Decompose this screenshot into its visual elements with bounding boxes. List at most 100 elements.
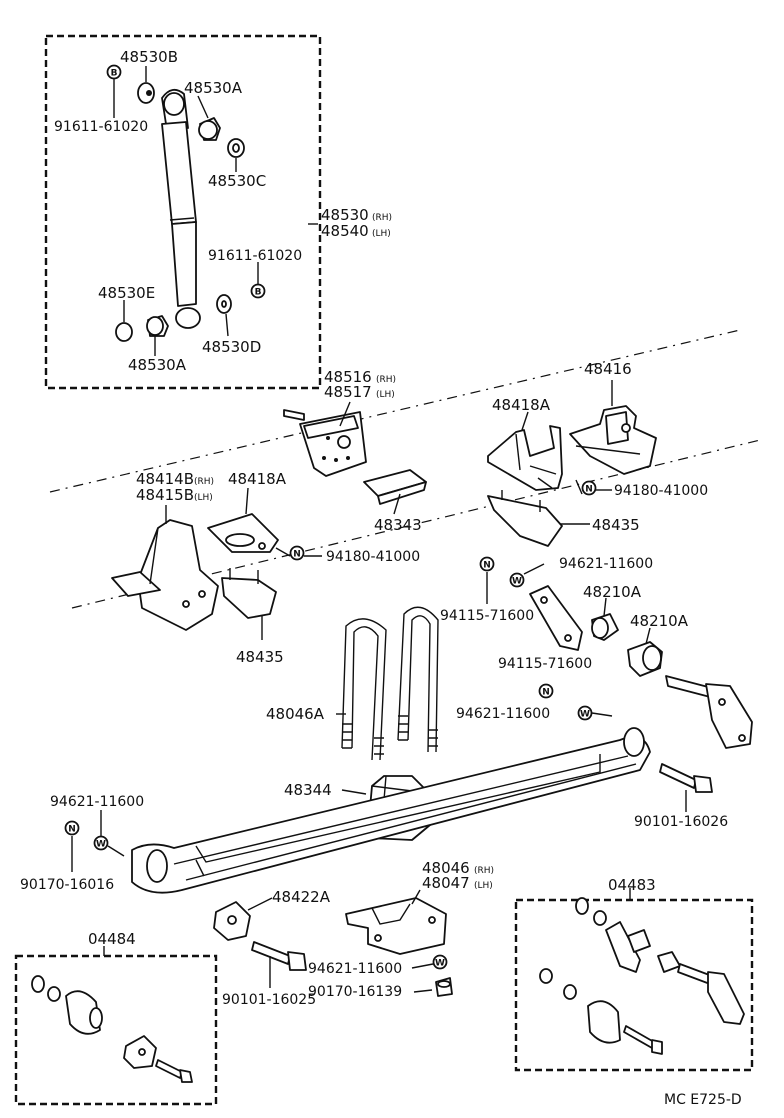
- label-48517-suffix: (LH): [376, 390, 395, 400]
- bushing-48210a-1: [591, 613, 619, 641]
- cushion-48422a: [213, 901, 251, 941]
- kit-04484-parts: [31, 975, 193, 1083]
- bushing-48210a-2: [627, 641, 663, 677]
- label-48530-rh: 48530: [321, 206, 369, 224]
- label-94180-41000-right: 94180-41000: [614, 483, 708, 499]
- label-48530b: 48530B: [120, 48, 178, 66]
- label-48047: 48047: [422, 874, 470, 892]
- label-90101-16026: 90101-16026: [634, 814, 728, 830]
- symbol-n-label: N: [293, 550, 301, 560]
- label-48414b-suffix: (RH): [194, 477, 214, 487]
- nut-symbol-n-3: N: [64, 820, 80, 836]
- washer-symbol-w-2: W: [577, 705, 593, 721]
- symbol-n-label: N: [542, 688, 550, 698]
- label-48210a-1: 48210A: [583, 583, 642, 601]
- bracket-48516: [283, 409, 367, 477]
- bushing-48530a-top: [198, 117, 221, 141]
- u-bolt-48046a-left: [341, 618, 387, 761]
- label-04484: 04484: [88, 930, 136, 948]
- cushion-48530b: [137, 82, 155, 104]
- label-94621-11600-left: 94621-11600: [50, 794, 144, 810]
- label-04483: 04483: [608, 876, 656, 894]
- cushion-48530c: [227, 138, 245, 158]
- symbol-w-label: W: [96, 840, 106, 850]
- kit-04483: 04483: [514, 876, 754, 1072]
- shock-absorber-group: B B 48530B 48530A 91611-61020 48530C 485…: [44, 34, 392, 390]
- label-91611-61020-bottom: 91611-61020: [208, 248, 302, 264]
- label-48046: 48046: [422, 859, 470, 877]
- shock-absorber-box: [44, 34, 322, 390]
- label-48530a-top: 48530A: [184, 79, 243, 97]
- label-48517: 48517: [324, 383, 372, 401]
- nut-symbol-n-left: N: [289, 545, 305, 561]
- spring-group: W W W W N N N: [20, 556, 753, 1008]
- nut-symbol-n-1: N: [479, 556, 495, 572]
- washer-symbol-w-4: W: [432, 954, 448, 970]
- label-94621-11600-bottom: 94621-11600: [308, 961, 402, 977]
- symbol-w-label: W: [580, 710, 590, 720]
- bolt-symbol-b-bottom: B: [250, 283, 266, 299]
- spring-seat-48046: [345, 897, 447, 955]
- bolt-90101-16025: [251, 941, 307, 971]
- label-91611-61020-top: 91611-61020: [54, 119, 148, 135]
- label-94621-11600-top: 94621-11600: [559, 556, 653, 572]
- cushion-48530d: [216, 294, 232, 314]
- leaf-spring: [131, 727, 651, 894]
- bracket-48414b: [111, 519, 219, 631]
- symbol-n-label: N: [585, 485, 593, 495]
- gusset-48418a-right: [487, 425, 563, 491]
- symbol-b-label: B: [255, 288, 262, 298]
- label-48540-lh: 48540: [321, 222, 369, 240]
- shock-absorber: [161, 88, 201, 329]
- label-48415b-suffix: (LH): [194, 493, 213, 503]
- label-48418a-right: 48418A: [492, 396, 551, 414]
- label-48422a: 48422A: [272, 888, 331, 906]
- frame-brackets: N N: [111, 360, 708, 666]
- label-48343: 48343: [374, 516, 422, 534]
- label-48414b: 48414B: [136, 470, 194, 488]
- label-94621-11600-mid: 94621-11600: [456, 706, 550, 722]
- u-bolt-48046a-right: [397, 606, 439, 753]
- label-94115-71600-1: 94115-71600: [440, 608, 534, 624]
- footer-code: MC E725-D: [664, 1092, 742, 1108]
- label-48418a-left: 48418A: [228, 470, 287, 488]
- label-48210a-2: 48210A: [630, 612, 689, 630]
- label-48047-suffix: (LH): [474, 881, 493, 891]
- label-48530d: 48530D: [202, 338, 261, 356]
- label-48530-rh-suffix: (RH): [372, 213, 392, 223]
- label-48435-left: 48435: [236, 648, 284, 666]
- label-90170-16139: 90170-16139: [308, 984, 402, 1000]
- label-48530a-bottom: 48530A: [128, 356, 187, 374]
- label-48046a: 48046A: [266, 705, 325, 723]
- plate-48418a-left: [207, 513, 279, 553]
- washer-symbol-w-1: W: [509, 572, 525, 588]
- label-94115-71600-2: 94115-71600: [498, 656, 592, 672]
- label-48415b: 48415B: [136, 486, 194, 504]
- label-48046-suffix: (RH): [474, 866, 494, 876]
- bolt-90101-16026: [659, 763, 713, 793]
- kit-04483-parts: [539, 897, 745, 1055]
- spacer-48435-left: [221, 568, 277, 619]
- bolt-symbol-b-top: B: [106, 64, 122, 80]
- symbol-w-label: W: [512, 577, 522, 587]
- label-94180-41000-left: 94180-41000: [326, 549, 420, 565]
- label-48530c: 48530C: [208, 172, 266, 190]
- spacer-48435-right: [487, 490, 563, 547]
- cushion-48530e: [115, 322, 133, 342]
- label-48530e: 48530E: [98, 284, 155, 302]
- symbol-w-label: W: [435, 959, 445, 969]
- nut-symbol-n-2: N: [538, 683, 554, 699]
- shackle-pin: [665, 675, 753, 749]
- symbol-n-label: N: [68, 825, 76, 835]
- label-48516: 48516: [324, 368, 372, 386]
- plate-48343: [363, 469, 427, 505]
- nut-symbol-n-right: N: [581, 480, 597, 496]
- bracket-48416: [569, 405, 657, 475]
- label-48416: 48416: [584, 360, 632, 378]
- kit-04484: 04484: [14, 930, 218, 1106]
- bushing-48530a-bottom: [146, 315, 169, 337]
- nut-90170-16139: [435, 977, 453, 997]
- shackle-plate: [529, 585, 583, 651]
- label-90101-16025: 90101-16025: [222, 992, 316, 1008]
